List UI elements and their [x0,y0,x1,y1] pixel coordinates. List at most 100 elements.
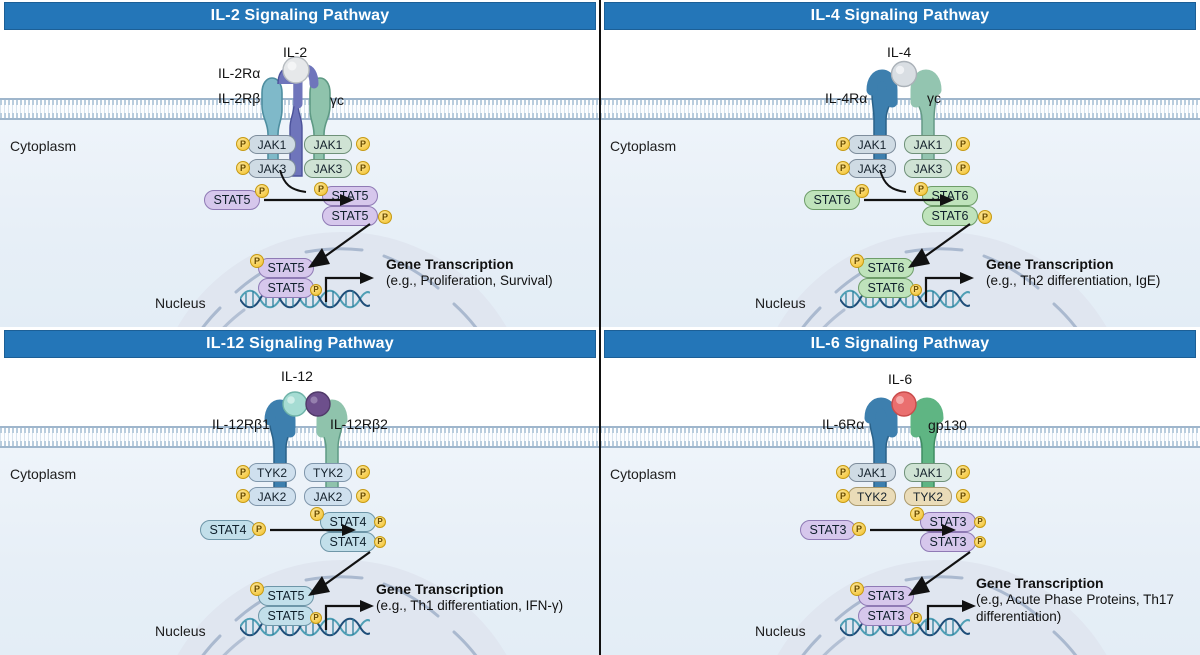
phospho-badge: P [314,182,328,196]
phospho-badge: P [374,516,386,528]
kinase-right-2-il2: JAK3 [304,159,352,178]
receptor-label-alpha-il4: IL-4Rα [825,90,868,106]
receptor-label-gammac-il2: γc [330,92,344,108]
panel-il2: Nucleus Cytoplasm IL-2 IL-2Rα IL-2Rβ γc [0,0,600,327]
phospho-badge: P [910,284,922,296]
kinase-right-2-il4: JAK3 [904,159,952,178]
kinase-left-2-il12: JAK2 [248,487,296,506]
phospho-badge: P [255,184,269,198]
gene-transcription-subtitle-il4: (e.g., Th2 differentiation, IgE) [986,273,1161,288]
plasma-membrane [0,426,600,448]
gene-transcription-title-il4: Gene Transcription [986,256,1114,272]
ligand-label-il4: IL-4 [887,44,912,60]
gene-transcription-subtitle-il2: (e.g., Proliferation, Survival) [386,273,553,288]
panel-title-il6: IL-6 Signaling Pathway [810,335,990,352]
cytoplasm-label: Cytoplasm [10,466,77,482]
stat-dimer-lower-il12: STAT4 [320,532,376,552]
phospho-badge: P [914,182,928,196]
ligand-label-il6: IL-6 [888,371,913,387]
stat-monomer-il12: STAT4 [200,520,256,540]
panel-il4: Nucleus Cytoplasm IL-4 IL-4Rα γc JAK1 P … [600,0,1200,327]
kinase-right-2-il6: TYK2 [904,487,952,506]
receptor-complex-il12 [264,391,348,505]
nuclear-stat-lower-il6: STAT3 [858,606,914,626]
stat-dimer-lower-il2: STAT5 [322,206,378,226]
phospho-badge: P [974,516,986,528]
phospho-badge: P [836,465,850,479]
phospho-badge: P [252,522,266,536]
panel-title-bar-il4: IL-4 Signaling Pathway [604,2,1196,30]
stat-dimer-upper-il2: STAT5 [322,186,378,206]
phospho-badge: P [836,161,850,175]
phospho-badge: P [855,184,869,198]
phospho-badge: P [374,536,386,548]
stat-monomer-il4: STAT6 [804,190,860,210]
cytoplasm-label: Cytoplasm [610,466,677,482]
phospho-badge: P [956,489,970,503]
receptor-label-gammac-il4: γc [927,90,941,106]
phospho-badge: P [852,522,866,536]
panel-title-bar-il2: IL-2 Signaling Pathway [4,2,596,30]
nuclear-stat-upper-il2: STAT5 [258,258,314,278]
phospho-badge: P [974,536,986,548]
stat-dimer-lower-il4: STAT6 [922,206,978,226]
stat-dimer-upper-il6: STAT3 [920,512,976,532]
phospho-badge: P [836,137,850,151]
receptor-label-alpha-il6: IL-6Rα [822,416,865,432]
receptor-label-beta-il2: IL-2Rβ [218,90,261,106]
kinase-left-1-il12: TYK2 [248,463,296,482]
gene-transcription-title-il6: Gene Transcription [976,575,1104,591]
nucleus-label: Nucleus [755,623,806,639]
gene-transcription-subtitle-il12: (e.g., Th1 differentiation, IFN-γ) [376,598,564,613]
panel-title-il12: IL-12 Signaling Pathway [206,335,394,352]
kinase-right-2-il12: JAK2 [304,487,352,506]
phospho-badge: P [836,489,850,503]
nuclear-stat-upper-il6: STAT3 [858,586,914,606]
phospho-badge: P [356,489,370,503]
ligand-label-il2: IL-2 [283,44,308,60]
phospho-badge: P [850,582,864,596]
receptor-label-gp130-il6: gp130 [928,417,967,433]
nuclear-stat-lower-il12: STAT5 [258,606,314,626]
stat-dimer-upper-il12: STAT4 [320,512,376,532]
panel-title-il2: IL-2 Signaling Pathway [210,7,390,24]
ligand-label-il12: IL-12 [281,368,313,384]
gene-transcription-title-il12: Gene Transcription [376,581,504,597]
stat-monomer-il6: STAT3 [800,520,856,540]
phospho-badge: P [236,465,250,479]
kinase-right-1-il12: TYK2 [304,463,352,482]
nuclear-stat-lower-il2: STAT5 [258,278,314,298]
phospho-badge: P [910,507,924,521]
phospho-badge: P [956,465,970,479]
phospho-badge: P [310,284,322,296]
stat-dimer-upper-il4: STAT6 [922,186,978,206]
kinase-left-1-il6: JAK1 [848,463,896,482]
kinase-right-1-il6: JAK1 [904,463,952,482]
receptor-complex-il4 [866,60,942,177]
phospho-badge: P [910,612,922,624]
receptor-label-beta1-il12: IL-12Rβ1 [212,416,270,432]
phospho-badge: P [310,612,322,624]
stat-monomer-il2: STAT5 [204,190,260,210]
kinase-left-1-il4: JAK1 [848,135,896,154]
phospho-badge: P [356,161,370,175]
kinase-left-2-il6: TYK2 [848,487,896,506]
plasma-membrane [600,98,1200,120]
gene-transcription-title-il2: Gene Transcription [386,256,514,272]
kinase-right-1-il2: JAK1 [304,135,352,154]
nuclear-stat-upper-il4: STAT6 [858,258,914,278]
phospho-badge: P [956,137,970,151]
phospho-badge: P [850,254,864,268]
phospho-badge: P [956,161,970,175]
stat-dimer-lower-il6: STAT3 [920,532,976,552]
nucleus-label: Nucleus [755,295,806,311]
panel-title-bar-il6: IL-6 Signaling Pathway [604,330,1196,358]
panel-title-bar-il12: IL-12 Signaling Pathway [4,330,596,358]
kinase-left-2-il2: JAK3 [248,159,296,178]
cytoplasm-label: Cytoplasm [610,138,677,154]
nucleus-label: Nucleus [155,295,206,311]
phospho-badge: P [978,210,992,224]
phospho-badge: P [250,582,264,596]
kinase-right-1-il4: JAK1 [904,135,952,154]
